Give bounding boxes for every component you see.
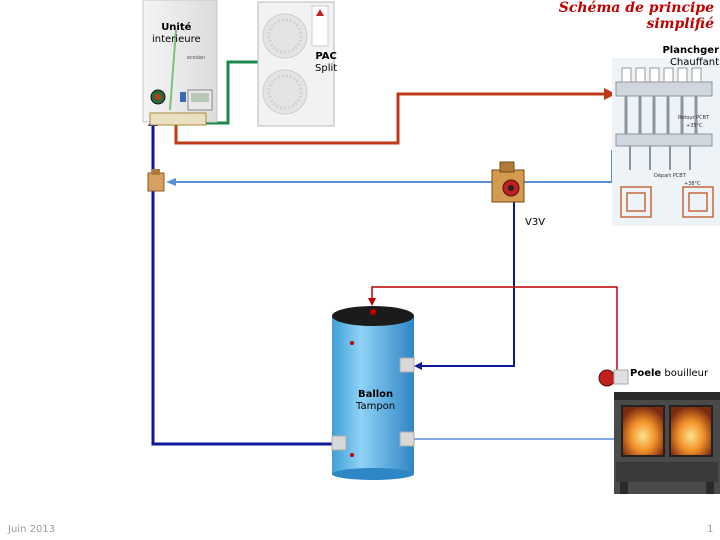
stove-label-normal: bouilleur (664, 368, 709, 379)
pac-link-pipe (206, 60, 262, 125)
tank-label-line-2: Tampon (356, 401, 396, 412)
indoor-valve (147, 169, 165, 192)
v3v-label: V3V (525, 217, 546, 228)
floor-return-temp: +35°C (686, 123, 703, 129)
tank-return-pipe (151, 124, 338, 446)
indoor-unit (142, 0, 218, 126)
stove-label-bold: Poele (630, 368, 662, 379)
floor-label-line-2: Chauffant (669, 57, 719, 68)
title-line-1: Schéma de principe (558, 0, 714, 16)
pac-label-line-2: Split (315, 63, 338, 74)
stove-label: Poele bouilleur (630, 368, 708, 380)
indoor-unit-label: Unité interieure (152, 22, 201, 46)
footer-page-number: 1 (707, 524, 714, 535)
buffer-tank (331, 306, 415, 480)
floor-return-label: Retour PCBT (678, 115, 710, 121)
indoor-label-line-1: Unité (161, 22, 192, 33)
diagram-title: Schéma de principe simplifié (559, 0, 714, 32)
floor-supply-arrow (604, 88, 616, 100)
v3v-tank-arrow (414, 362, 422, 370)
wood-stove (598, 369, 720, 494)
footer-date: Juin 2013 (8, 524, 56, 535)
v3v-valve (491, 161, 525, 203)
floor-supply-pipe (174, 92, 604, 145)
floor-label-line-1: Planchger (662, 45, 719, 56)
stove-loop-pipe (371, 286, 618, 372)
return-arrow (166, 178, 176, 186)
pac-label: PAC Split (315, 51, 337, 75)
floor-supply-label: Départ PCBT (654, 172, 687, 179)
indoor-label-line-2: interieure (152, 34, 201, 45)
stove-loop-arrow (368, 298, 376, 306)
pac-label-line-1: PAC (315, 51, 337, 62)
tank-label: Ballon Tampon (356, 389, 395, 413)
floor-heating-manifold (612, 58, 720, 226)
indoor-brand: ecodan (187, 55, 205, 61)
floor-heating-label: Planchger Chauffant (662, 45, 719, 69)
title-line-2: simplifié (646, 16, 714, 32)
floor-return-pipe (520, 150, 613, 183)
floor-supply-temp: +38°C (684, 181, 701, 187)
v3v-tank-pipe (422, 200, 515, 367)
tank-label-line-1: Ballon (357, 389, 394, 400)
pac-outdoor-unit (257, 1, 335, 127)
